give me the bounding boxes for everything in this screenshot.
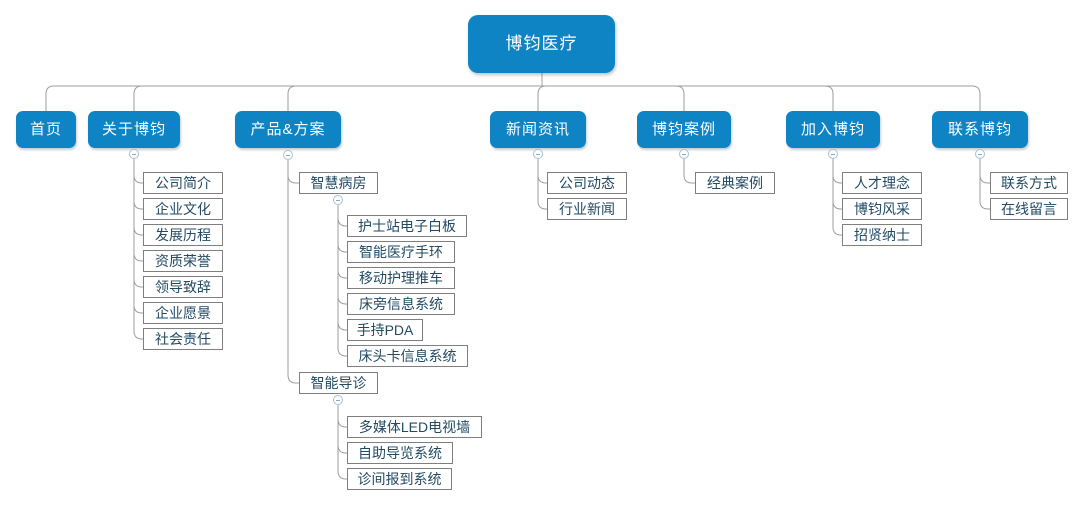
node-company-news[interactable]: 公司动态	[547, 172, 627, 194]
node-corporate-culture[interactable]: 企业文化	[143, 198, 223, 220]
node-smart-medical-wristband[interactable]: 智能医疗手环	[347, 241, 455, 263]
node-multimedia-led-wall[interactable]: 多媒体LED电视墙	[347, 416, 482, 438]
node-social-responsibility[interactable]: 社会责任	[143, 328, 223, 350]
node-join[interactable]: 加入博钧	[786, 111, 880, 148]
node-nurse-station-whiteboard[interactable]: 护士站电子白板	[347, 215, 467, 237]
node-industry-news[interactable]: 行业新闻	[547, 198, 627, 220]
node-classic-cases[interactable]: 经典案例	[695, 172, 775, 194]
node-development-history[interactable]: 发展历程	[143, 224, 223, 246]
node-home[interactable]: 首页	[16, 111, 76, 148]
node-handheld-pda[interactable]: 手持PDA	[347, 319, 423, 341]
collapse-icon-news[interactable]	[533, 149, 543, 159]
node-mobile-nursing-cart[interactable]: 移动护理推车	[347, 267, 455, 289]
collapse-icon-products[interactable]	[283, 150, 293, 160]
collapse-icon-about[interactable]	[129, 149, 139, 159]
node-company-style[interactable]: 博钧风采	[842, 198, 922, 220]
node-clinic-checkin-system[interactable]: 诊间报到系统	[347, 468, 452, 490]
node-contact-info[interactable]: 联系方式	[990, 172, 1068, 194]
node-bedside-info-system[interactable]: 床旁信息系统	[347, 293, 455, 315]
node-self-guide-system[interactable]: 自助导览系统	[347, 442, 453, 464]
node-about[interactable]: 关于博钧	[88, 111, 180, 148]
node-products[interactable]: 产品&方案	[235, 111, 341, 148]
node-contact[interactable]: 联系博钧	[932, 111, 1028, 148]
node-recruitment[interactable]: 招贤纳士	[842, 224, 922, 246]
collapse-icon-contact[interactable]	[975, 149, 985, 159]
node-smart-guide[interactable]: 智能导诊	[299, 372, 378, 394]
node-cases[interactable]: 博钧案例	[637, 111, 731, 148]
node-news[interactable]: 新闻资讯	[490, 111, 586, 148]
node-leader-speech[interactable]: 领导致辞	[143, 276, 223, 298]
node-smart-ward[interactable]: 智慧病房	[299, 172, 378, 194]
node-talent-concept[interactable]: 人才理念	[842, 172, 922, 194]
node-root[interactable]: 博钧医疗	[468, 15, 615, 73]
node-online-message[interactable]: 在线留言	[990, 198, 1068, 220]
node-company-intro[interactable]: 公司简介	[143, 172, 223, 194]
collapse-icon-cases[interactable]	[679, 149, 689, 159]
node-qualifications-honors[interactable]: 资质荣誉	[143, 250, 223, 272]
node-bedhead-card-system[interactable]: 床头卡信息系统	[347, 345, 468, 367]
node-corporate-vision[interactable]: 企业愿景	[143, 302, 223, 324]
collapse-icon-join[interactable]	[828, 149, 838, 159]
collapse-icon-smart-guide[interactable]	[333, 395, 343, 405]
collapse-icon-smart-ward[interactable]	[333, 195, 343, 205]
